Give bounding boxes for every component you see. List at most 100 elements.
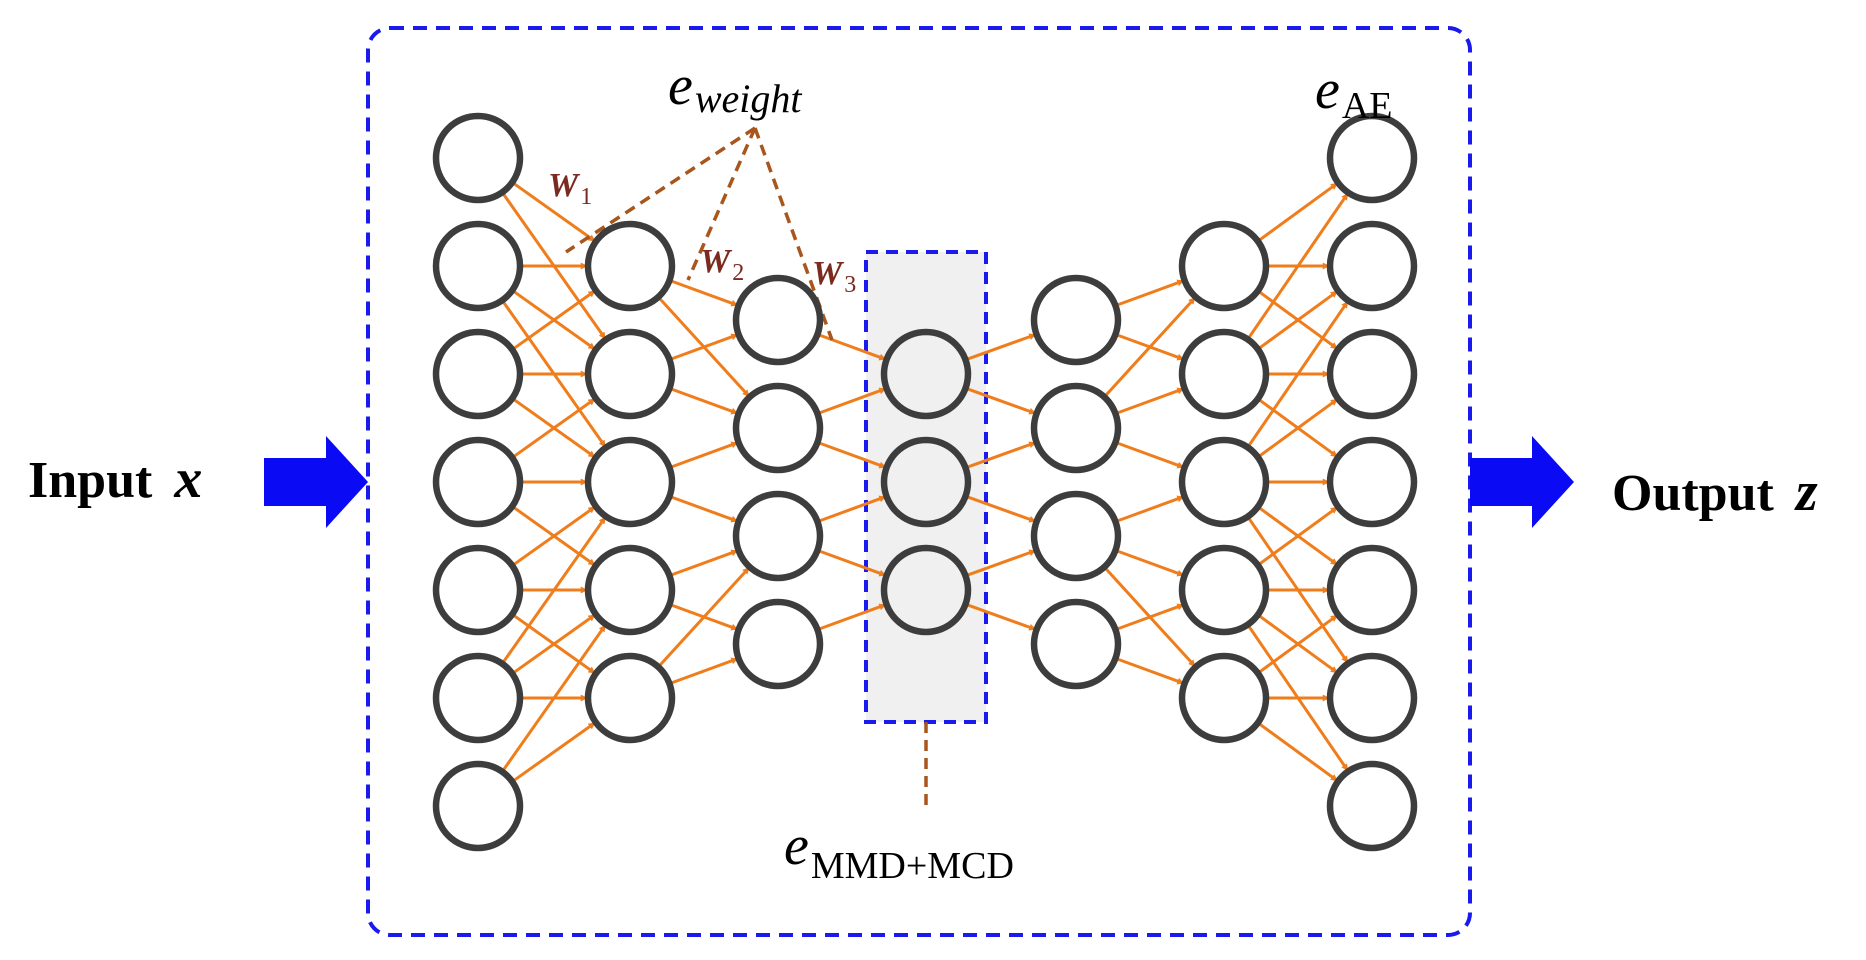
neuron-node [1178,544,1270,636]
connection-arrow [511,505,596,567]
neuron-node [880,544,972,636]
connection-arrow [816,387,887,416]
connection-arrow [964,441,1037,470]
e-mmd-label: eMMD+MCD [784,815,1014,887]
weight-annotation-line-2 [686,127,757,281]
connection-arrow [964,602,1037,631]
neuron-node [732,598,824,690]
neuron-node [1030,274,1122,366]
connection-arrow [511,613,596,675]
connection-arrow [1257,182,1339,243]
connection-arrow [816,440,887,469]
e-ae-label: eAE [1315,59,1393,127]
connection-arrow [1257,398,1339,459]
e-ae-subscript: AE [1342,85,1393,127]
neuron-node [1326,544,1418,636]
connection-arrow [1114,279,1185,308]
connection-arrow [1257,721,1339,782]
connection-arrow [500,516,607,665]
connection-arrow [964,549,1037,578]
w3-symbol: W [812,255,845,292]
output-variable: z [1794,461,1818,523]
neuron-node [432,220,524,312]
neuron-node [584,436,676,528]
e-mmd-subscript: MMD+MCD [811,845,1014,887]
w1-subscript: 1 [580,184,592,210]
nodes [432,112,1418,852]
connection-arrow [668,657,739,686]
neuron-node [1326,220,1418,312]
neuron-node [432,544,524,636]
connection-arrow [1114,387,1185,416]
neuron-node [1326,328,1418,420]
neuron-node [732,274,824,366]
neuron-node [584,328,676,420]
connection-arrow [1246,300,1349,449]
output-arrow-icon [1470,436,1574,528]
connection-arrow [668,386,739,415]
neuron-node [1030,598,1122,690]
e-ae-symbol: e [1315,59,1340,121]
connection-arrow [816,603,887,632]
connection-arrow [668,278,739,307]
neuron-node [1178,652,1270,744]
e-weight-label: eweight [668,55,802,121]
connection-arrow [511,397,596,459]
connection-arrow [1114,495,1185,524]
connection-arrow [511,721,596,783]
output-label-word: Output [1612,465,1775,522]
neuron-node [880,436,972,528]
connection-arrow [816,332,887,361]
connection-arrow [668,333,739,362]
e-weight-subscript: weight [695,76,803,121]
neuron-node [1178,220,1270,312]
e-mmd-symbol: e [784,815,809,877]
neuron-node [432,652,524,744]
w2-subscript: 2 [732,260,744,286]
connection-arrow [657,566,751,669]
connection-arrow [816,495,887,524]
connections [500,181,1349,783]
neuron-node [584,544,676,636]
neuron-node [880,328,972,420]
neuron-node [1030,382,1122,474]
connection-arrow [668,441,739,470]
connection-arrow [1114,603,1185,632]
neuron-node [584,220,676,312]
connection-arrow [1114,548,1185,577]
w1-label: W1 [548,167,592,210]
neuron-node [1326,112,1418,204]
neuron-node [432,328,524,420]
w2-symbol: W [700,243,733,280]
neuron-node [1030,490,1122,582]
weight-annotation-line-1 [565,126,756,254]
neuron-node [732,490,824,582]
w1-symbol: W [548,167,581,204]
connection-arrow [1257,290,1339,351]
w2-label: W2 [700,243,744,286]
connection-arrow [500,624,607,773]
neuron-node [732,382,824,474]
input-arrow-icon [264,436,368,528]
connection-arrow [1257,506,1339,567]
connection-arrow [1103,296,1197,399]
connection-arrow [511,181,596,243]
connection-arrow [816,548,887,577]
connection-arrow [1246,192,1349,341]
neuron-node [1326,436,1418,528]
input-label-word: Input [28,452,153,509]
neuron-node [1326,652,1418,744]
w3-subscript: 3 [844,272,856,298]
connection-arrow [1257,614,1339,675]
e-weight-symbol: e [668,55,693,117]
connection-arrow [964,386,1037,415]
connection-arrow [511,289,596,351]
neuron-node [432,112,524,204]
neuron-node [432,760,524,852]
neuron-node [584,652,676,744]
input-variable: x [173,448,202,510]
neuron-node [432,436,524,528]
